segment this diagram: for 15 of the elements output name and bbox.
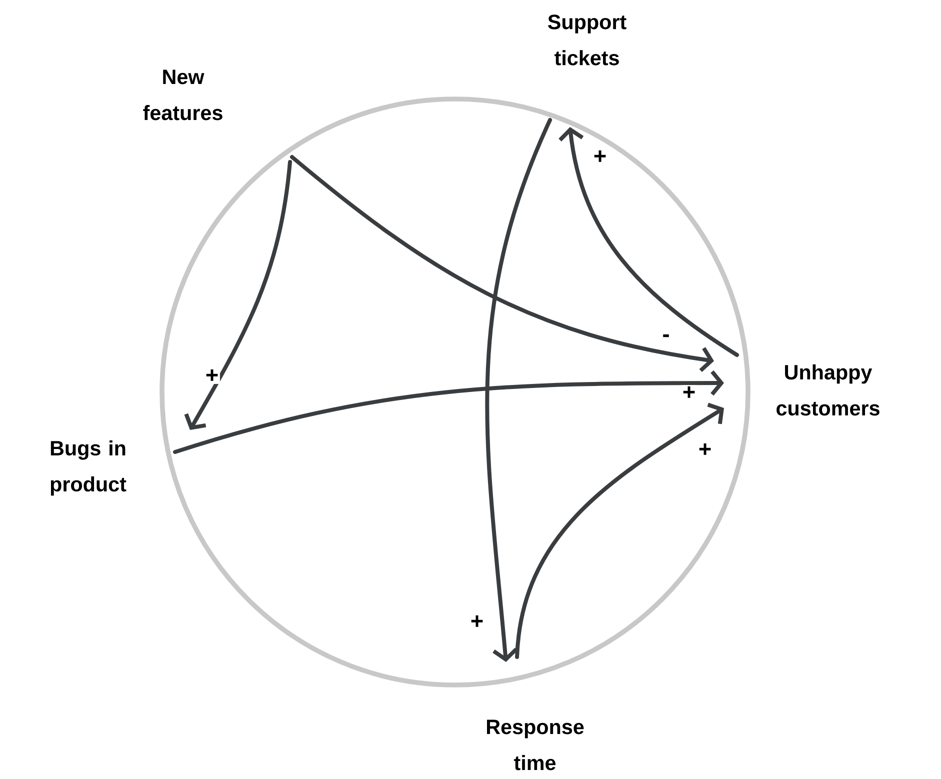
arrow	[515, 402, 724, 659]
node-label: Support tickets	[548, 14, 626, 66]
node-label: Unhappy customers	[776, 364, 880, 416]
node-label: Response time	[487, 720, 584, 770]
edge-label: +	[206, 369, 218, 381]
edge-label: -	[663, 334, 669, 338]
node-label: Bugs in product	[50, 440, 126, 496]
edge-label: +	[471, 615, 483, 627]
arrow	[558, 127, 739, 357]
arrow	[184, 160, 292, 430]
arrow	[290, 155, 714, 372]
edge-label: +	[594, 150, 606, 162]
edge-label: +	[699, 443, 711, 455]
edge-label: +	[683, 386, 695, 398]
node-label: New features	[143, 70, 222, 120]
